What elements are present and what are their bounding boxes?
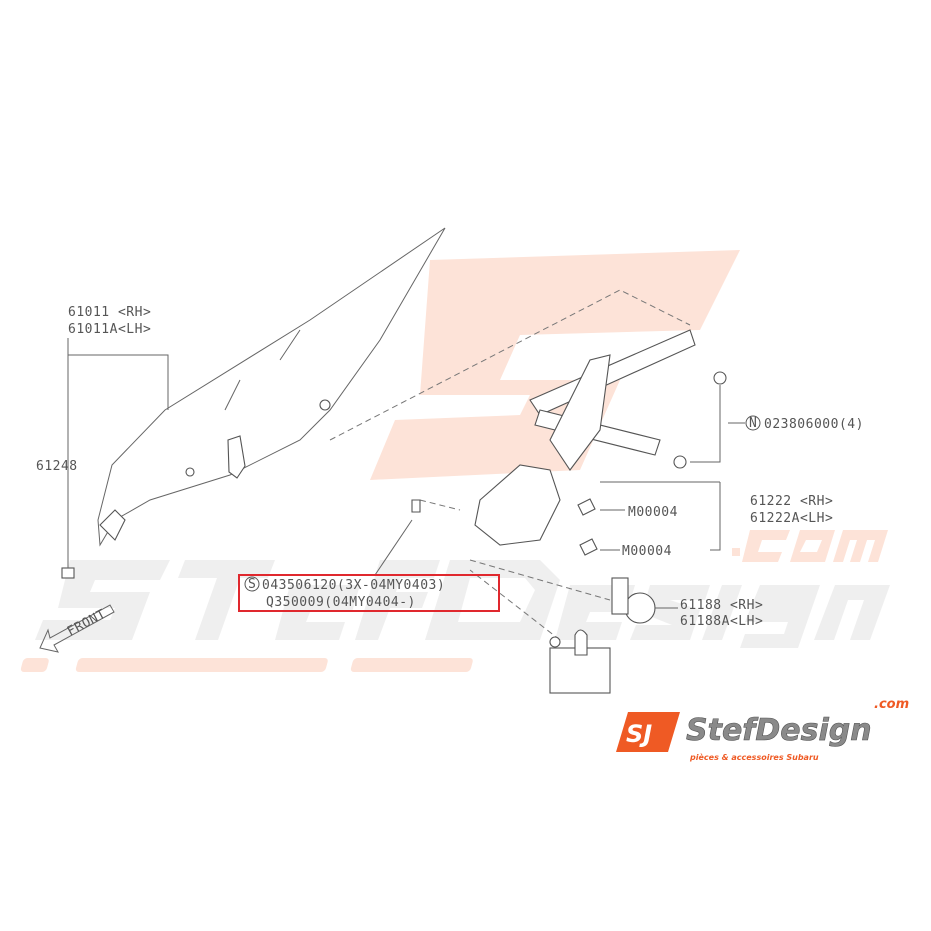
- leader-glass: [67, 338, 169, 568]
- regulator-base: [474, 464, 561, 546]
- connector-plug: [574, 629, 588, 656]
- logo-tagline: pièces & accessoires Subaru: [689, 752, 819, 762]
- nut-symbol: N: [749, 416, 757, 431]
- watermark-brand-lettering: [35, 560, 890, 648]
- label-screw-1: 043506120(3X-04MY0403): [262, 578, 445, 593]
- label-nut: 023806000(4): [764, 417, 864, 432]
- logo-mark-text: SJ: [626, 720, 652, 748]
- nut-upper: [713, 371, 727, 385]
- label-glass-rh: 61011 <RH>: [68, 305, 151, 320]
- label-bolt-2: M00004: [622, 544, 672, 559]
- screw-symbol-circle: [244, 576, 260, 592]
- glass-lower-bracket: [99, 509, 126, 541]
- door-glass: [97, 227, 446, 547]
- label-glass-lh: 61011A<LH>: [68, 322, 151, 337]
- regulator-upper-arm: [529, 329, 696, 416]
- assembly-lines: [329, 289, 691, 641]
- leader-regulator: [600, 385, 745, 551]
- glass-clip: [61, 567, 75, 579]
- label-screw-2: Q350009(04MY0404-): [266, 595, 416, 610]
- motor-body: [611, 577, 629, 615]
- bolt-upper: [577, 498, 596, 516]
- leader-screw: [374, 519, 413, 576]
- watermark-logo-mark: [370, 250, 740, 480]
- label-regulator-rh: 61222 <RH>: [750, 494, 833, 509]
- watermark-domain-lettering: [732, 530, 888, 562]
- regulator-rail: [549, 354, 611, 471]
- stefdesign-logo: SJ StefDesign .com pièces & accessoires …: [616, 697, 909, 762]
- nut-symbol-circle: [745, 415, 761, 431]
- glass-hole: [185, 467, 195, 477]
- watermark: [20, 250, 890, 672]
- screw: [411, 499, 421, 513]
- grommet: [549, 636, 561, 648]
- label-motor-lh: 61188A<LH>: [680, 614, 763, 629]
- screw-symbol: S: [248, 577, 256, 592]
- bolt-lower: [579, 538, 598, 556]
- glass-bracket: [227, 435, 246, 479]
- label-glass-clip: 61248: [36, 459, 78, 474]
- watermark-tagline-lettering: [20, 658, 473, 672]
- label-regulator-lh: 61222A<LH>: [750, 511, 833, 526]
- highlight-box: [238, 574, 500, 612]
- label-bolt-1: M00004: [628, 505, 678, 520]
- glass-hole: [319, 399, 331, 411]
- glass-reflection: [224, 329, 301, 411]
- label-motor-rh: 61188 <RH>: [680, 598, 763, 613]
- nut-lower: [673, 455, 687, 469]
- logo-domain: .com: [874, 697, 909, 712]
- motor-gear: [624, 592, 656, 624]
- logo-brand: StefDesign: [686, 713, 872, 748]
- logo-mark: [616, 712, 680, 752]
